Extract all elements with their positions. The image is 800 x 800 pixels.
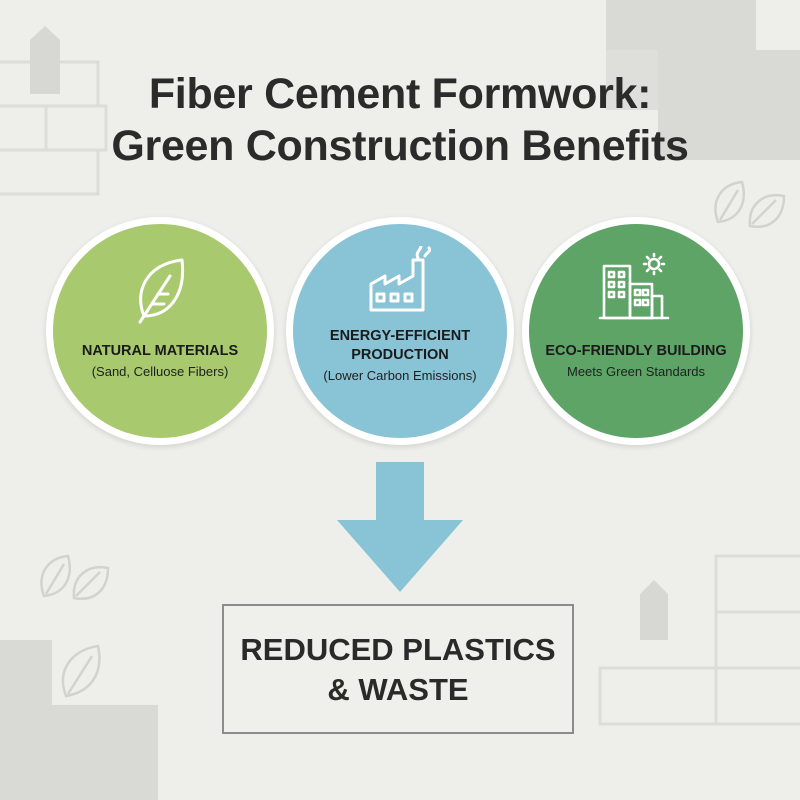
result-box: REDUCED PLASTICS & WASTE <box>222 604 574 734</box>
title-line-1: Fiber Cement Formwork: <box>148 70 652 118</box>
benefit-detail: Meets Green Standards <box>566 364 706 379</box>
benefit-natural-materials: NATURAL MATERIALS (Sand, Celluose Fibers… <box>46 217 274 445</box>
benefit-heading-line-1: ENERGY-EFFICIENT <box>329 328 471 344</box>
result-line-2: & WASTE <box>327 672 469 707</box>
house-icon <box>30 26 60 94</box>
leaf-icon <box>138 258 185 324</box>
house-icon <box>640 580 668 640</box>
benefit-energy-efficient: ENERGY-EFFICIENT PRODUCTION (Lower Carbo… <box>286 217 514 445</box>
benefit-heading-line-2: PRODUCTION <box>351 347 449 363</box>
benefit-heading: ECO-FRIENDLY BUILDING <box>545 343 727 359</box>
benefit-detail: (Sand, Celluose Fibers) <box>91 364 229 379</box>
factory-icon <box>369 246 431 312</box>
building-sun-icon <box>598 252 670 320</box>
benefit-heading: NATURAL MATERIALS <box>81 343 239 359</box>
leaves-icon <box>40 554 110 698</box>
page-title: Fiber Cement Formwork: Green Constructio… <box>0 68 800 172</box>
leaves-icon <box>714 180 786 229</box>
title-line-2: Green Construction Benefits <box>111 122 689 170</box>
benefit-detail: (Lower Carbon Emissions) <box>323 368 477 383</box>
benefit-eco-friendly-building: ECO-FRIENDLY BUILDING Meets Green Standa… <box>522 217 750 445</box>
result-line-1: REDUCED PLASTICS <box>240 632 556 667</box>
